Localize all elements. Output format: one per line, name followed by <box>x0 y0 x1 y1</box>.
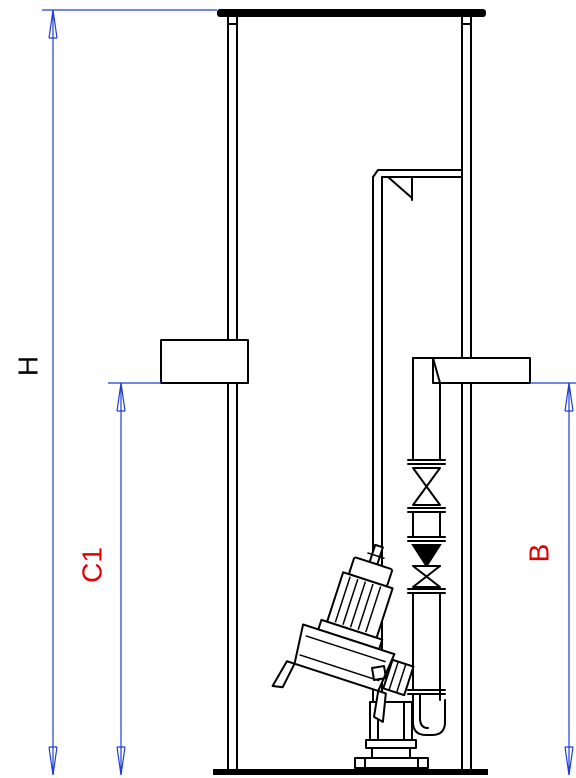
tank-base <box>213 769 488 775</box>
dimension-b-label: B <box>524 544 555 563</box>
dimension-h-label: H <box>13 356 44 376</box>
pump <box>271 543 415 723</box>
check-valve <box>411 544 442 568</box>
duckfoot-bend <box>354 693 446 769</box>
inlet-stub <box>160 339 249 384</box>
dimension-c1: C1 <box>77 382 161 776</box>
dimension-h: H <box>13 9 217 776</box>
dimension-b: B <box>524 382 576 776</box>
tank <box>213 9 488 775</box>
dimension-c1-label: C1 <box>77 547 108 583</box>
discharge-pipe <box>407 357 446 701</box>
outlet-stub <box>412 357 531 384</box>
gate-valve-upper <box>412 467 441 506</box>
gate-valve-lower <box>412 565 441 588</box>
guide-rail <box>372 169 463 703</box>
tank-cover <box>217 9 486 17</box>
